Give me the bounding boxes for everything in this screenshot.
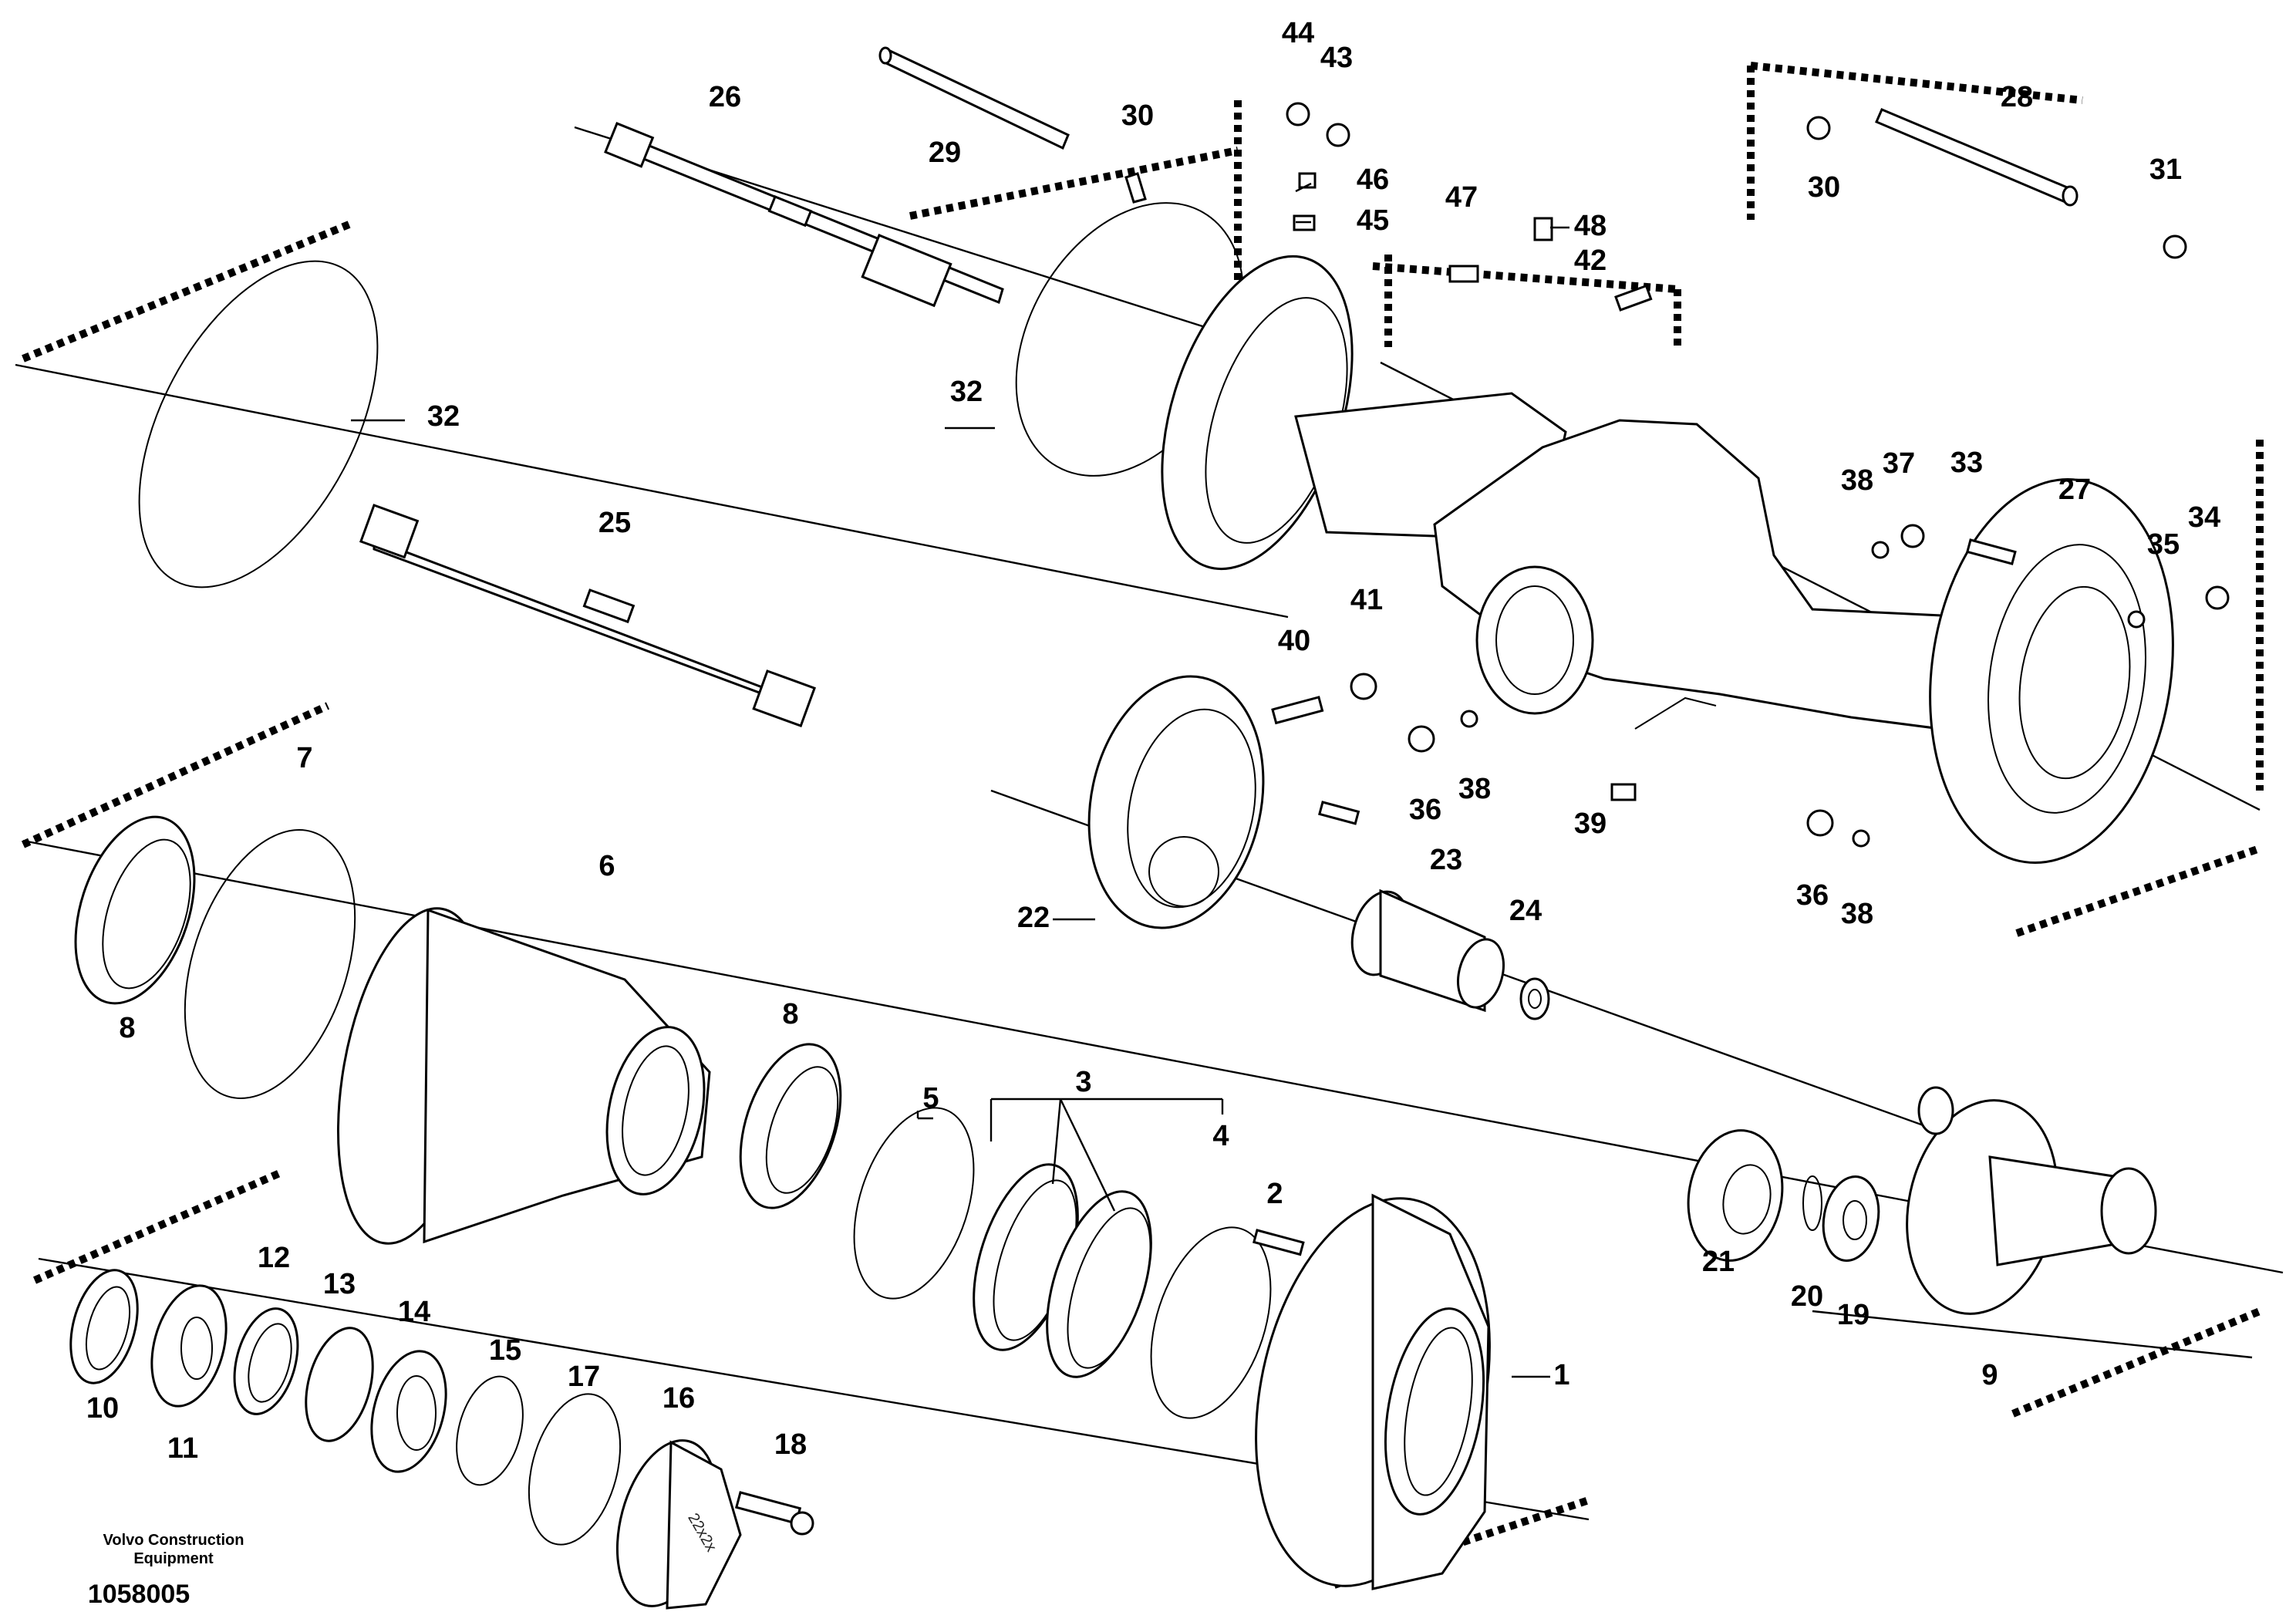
o-ring-4 [1150,1226,1272,1419]
callout-37: 37 [1883,447,1915,480]
washer-10 [69,1269,139,1384]
nut-14 [370,1350,447,1473]
lock-washer-13 [305,1327,374,1442]
drive-flange-9 [1906,1086,2157,1315]
screw-2 [1253,1229,1305,1256]
seal-8-left [74,815,196,1005]
callout-6: 6 [598,850,615,882]
company-name: Volvo Construction Equipment [103,1532,244,1567]
pin-29 [878,46,1070,150]
axle-shaft-25 [359,504,817,728]
callout-38-mid: 38 [1458,773,1491,805]
callout-29: 29 [929,137,961,169]
callout-38-top: 38 [1841,464,1873,497]
callout-32-left: 32 [427,400,460,433]
callout-38-bottom: 38 [1841,898,1873,930]
callout-1: 1 [1553,1359,1569,1391]
callout-30-left: 30 [1121,99,1154,132]
callout-15: 15 [489,1334,521,1367]
callout-11: 11 [167,1432,198,1465]
wheel-hub-1 [1255,1193,1491,1590]
axle-shaft-26 [604,122,1004,308]
hub-carrier-6 [336,907,711,1245]
screw-18 [734,1491,814,1536]
callout-48: 48 [1574,210,1607,242]
callout-19: 19 [1837,1299,1870,1331]
circlip-15 [456,1375,524,1486]
callout-18: 18 [774,1428,807,1461]
washer-12 [233,1307,299,1415]
callout-9: 9 [1981,1359,1998,1391]
callout-17: 17 [568,1361,600,1393]
callout-20: 20 [1791,1280,1823,1313]
callout-7: 7 [296,742,312,774]
callout-28: 28 [2001,81,2033,113]
callout-41: 41 [1350,584,1383,616]
callout-45: 45 [1357,204,1389,237]
callout-44: 44 [1282,17,1314,49]
fasteners-top [1124,102,2230,848]
callout-47: 47 [1445,181,1478,214]
callout-33: 33 [1950,447,1983,479]
callout-40: 40 [1278,625,1310,657]
o-ring-17 [528,1393,622,1546]
callout-26: 26 [709,81,741,113]
callout-25: 25 [598,507,631,539]
callout-35: 35 [2147,528,2180,561]
nut-11 [150,1284,228,1408]
callout-21: 21 [1702,1246,1735,1278]
document-number: 1058005 [87,1580,190,1609]
callout-13: 13 [323,1268,356,1300]
sun-gear-23 [1350,889,1505,1013]
callout-16: 16 [663,1382,695,1415]
callout-27: 27 [2058,474,2091,506]
circlip-20 [1802,1175,1822,1231]
pin-28 [1875,108,2079,207]
axle-housing-27 [1161,255,2174,865]
callout-labels: 1 2 3 4 5 6 7 8 8 9 10 11 12 13 14 15 16… [86,17,2220,1465]
callout-14: 14 [398,1296,430,1328]
o-ring-32-left [138,260,379,588]
callout-31: 31 [2149,153,2182,186]
callout-8-right: 8 [782,998,798,1030]
callout-3: 3 [1075,1066,1091,1098]
callout-10: 10 [86,1392,119,1425]
cover-16: 22x2x [615,1439,742,1610]
seal-ring-3b [1046,1190,1152,1378]
callout-43: 43 [1320,42,1353,74]
callout-23: 23 [1430,844,1462,876]
callout-36-bottom: 36 [1796,879,1829,912]
callout-39: 39 [1574,808,1607,840]
callout-34: 34 [2188,501,2220,534]
callout-46: 46 [1357,164,1389,196]
callout-5: 5 [922,1082,939,1114]
callout-24: 24 [1509,895,1542,927]
callout-8-left: 8 [119,1012,135,1044]
callout-22: 22 [1017,902,1050,934]
gear-21 [1687,1129,1784,1262]
callout-32-right: 32 [950,376,983,408]
washer-24 [1519,977,1550,1020]
leader-lines [351,182,1569,1378]
callout-2: 2 [1266,1178,1283,1210]
callout-30-right: 30 [1808,171,1840,204]
circlip-7 [184,829,356,1099]
callout-12: 12 [258,1242,290,1274]
o-ring-5 [853,1107,975,1300]
planet-carrier-22 [1087,675,1265,929]
callout-4: 4 [1212,1120,1229,1152]
gear-19 [1822,1175,1880,1263]
bearing-8-right [739,1043,842,1209]
callout-36-top: 36 [1409,794,1441,826]
callout-42: 42 [1574,244,1607,277]
